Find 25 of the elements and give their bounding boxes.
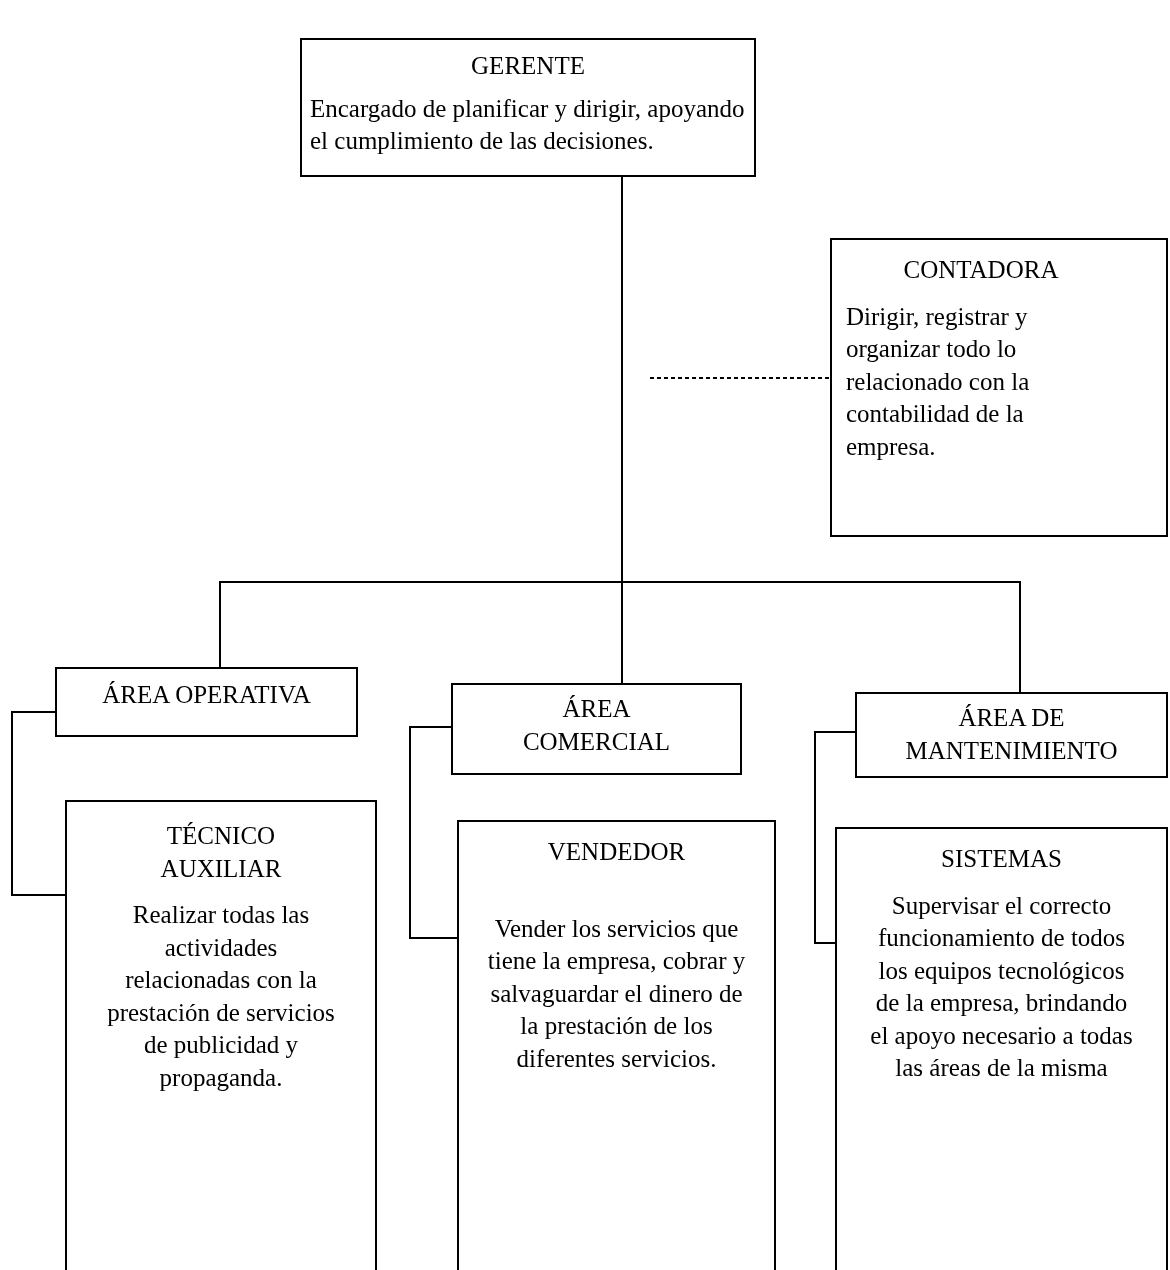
role-title: TÉCNICO AUXILIAR bbox=[159, 821, 283, 884]
org-box bbox=[300, 38, 756, 177]
org-box bbox=[451, 683, 742, 775]
org-box bbox=[65, 800, 377, 1270]
role-title: SISTEMAS bbox=[940, 844, 1063, 874]
role-description: Vender los servicios que tiene la empresa, cobrar y salvaguardar el dinero de la prestación de los diferentes servicios. bbox=[486, 913, 747, 1074]
role-description: Encargado de planificar y dirigir, apoyando el cumplimiento de las decisiones. bbox=[310, 93, 746, 156]
role-title: VENDEDOR bbox=[546, 837, 687, 867]
dashed-connector bbox=[649, 377, 831, 379]
org-box bbox=[830, 238, 1168, 537]
role-description: Dirigir, registrar y organizar todo lo relacionado con la contabilidad de la empresa. bbox=[846, 301, 1031, 462]
connector-line bbox=[11, 711, 66, 896]
role-title: ÁREA COMERCIAL bbox=[521, 694, 672, 757]
role-title: ÁREA DE MANTENIMIENTO bbox=[904, 703, 1119, 766]
org-box bbox=[457, 820, 776, 1270]
org-box bbox=[855, 692, 1168, 778]
role-title: ÁREA OPERATIVA bbox=[101, 680, 312, 710]
role-title: CONTADORA bbox=[902, 255, 1060, 285]
connector-line bbox=[814, 731, 856, 944]
org-box bbox=[55, 667, 358, 737]
role-description: Realizar todas las actividades relacionadas con la prestación de servicios de publicidad y propaganda. bbox=[106, 900, 336, 1093]
role-description: Supervisar el correcto funcionamiento de todos los equipos tecnológicos de la empresa, brindando el apoyo necesario a todas las áreas de la misma bbox=[869, 890, 1134, 1083]
role-title: GERENTE bbox=[470, 51, 586, 81]
connector-line bbox=[409, 726, 458, 939]
org-box bbox=[835, 827, 1168, 1270]
